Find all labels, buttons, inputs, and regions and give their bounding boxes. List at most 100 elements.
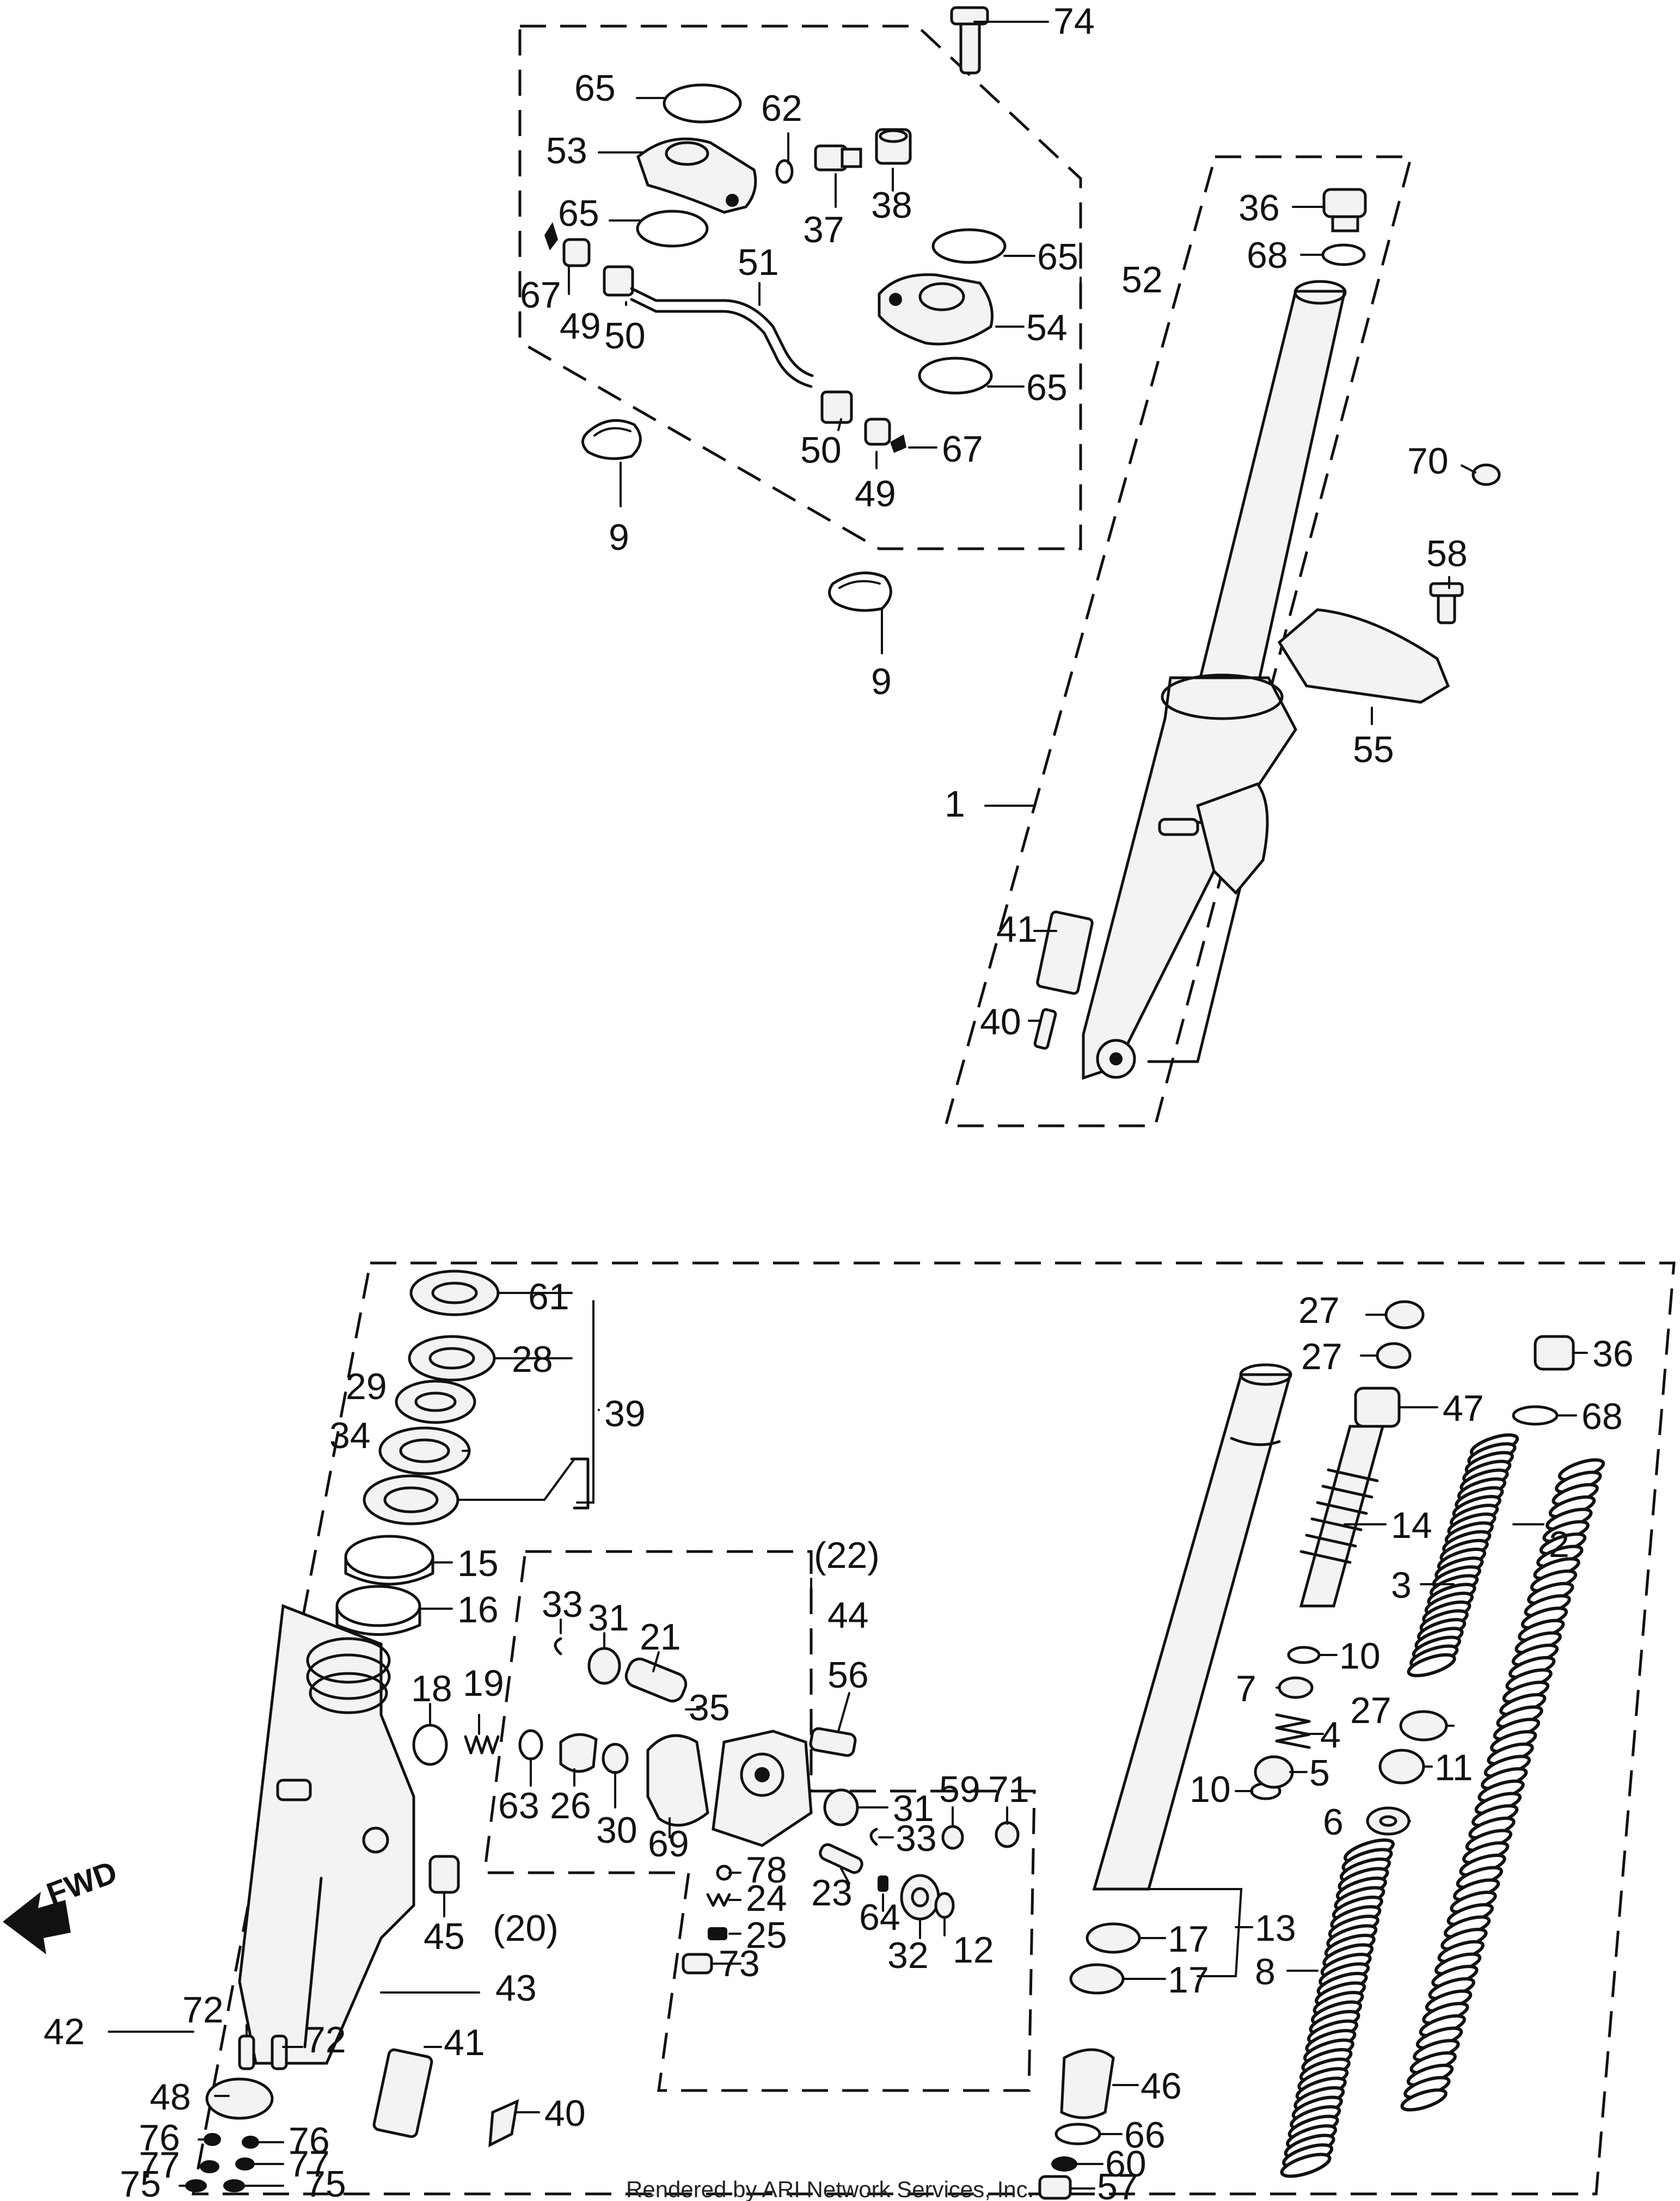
- part-19-spring: [464, 1735, 500, 1755]
- part-3-spring: [1407, 1433, 1519, 1677]
- part-36-cap-bolt: [1322, 188, 1367, 232]
- part-68-oring-a: [1321, 243, 1366, 266]
- callout-27-c: 27: [1350, 1690, 1391, 1731]
- part-9-circlip-a: [581, 419, 642, 460]
- part-2-spring: [1400, 1458, 1605, 2112]
- part-69-gasket: [646, 1734, 709, 1827]
- callout-60: 60: [1105, 2143, 1146, 2185]
- callout-75-a: 75: [120, 2163, 161, 2201]
- part-53-cap: [636, 137, 757, 214]
- part-37-fitting: [814, 144, 862, 171]
- callout-48: 48: [150, 2076, 191, 2118]
- part-1-fork-assembly: [1082, 280, 1347, 1080]
- part-75-nut-b: [223, 2179, 245, 2192]
- callout-62: 62: [761, 88, 802, 129]
- part-41-reflector-b: [372, 2048, 433, 2138]
- callout-75-b: 75: [305, 2163, 346, 2201]
- callout-50-b: 50: [800, 430, 842, 471]
- part-33-clip-a: [554, 1637, 562, 1656]
- callout-65-b: 65: [558, 193, 599, 234]
- callout-41-b: 41: [444, 2022, 485, 2063]
- callout-65-a: 65: [574, 68, 616, 109]
- callout-13: 13: [1255, 1908, 1296, 1949]
- callout-27-b: 27: [1301, 1336, 1342, 1377]
- callout-36-a: 36: [1238, 187, 1280, 229]
- callout-14: 14: [1391, 1505, 1432, 1546]
- part-77-washer-a: [200, 2160, 219, 2173]
- callout-12: 12: [953, 1929, 994, 1971]
- callout-68-b: 68: [1581, 1396, 1623, 1437]
- part-15-bushing: [344, 1535, 434, 1579]
- part-31-cap-b: [823, 1788, 859, 1826]
- callout-41-a: 41: [996, 909, 1038, 950]
- part-23-rod: [819, 1843, 863, 1874]
- callout-42: 42: [44, 2011, 85, 2052]
- part-9-circlip-b: [828, 571, 892, 612]
- part-74-bolt: [950, 6, 989, 75]
- part-72-pin-a: [238, 2034, 255, 2070]
- part-18-washer: [412, 1724, 448, 1766]
- callout-72-a: 72: [182, 1989, 224, 2031]
- part-30-oring: [602, 1743, 629, 1774]
- callout-7: 7: [1236, 1668, 1256, 1709]
- part-68-oring-b: [1512, 1405, 1559, 1426]
- part-17-bushing-a: [1086, 1922, 1141, 1954]
- part-64-pin: [878, 1875, 888, 1892]
- callout-26: 26: [550, 1785, 591, 1826]
- callout-10-a: 10: [1339, 1635, 1381, 1677]
- callout-50-a: 50: [604, 315, 646, 357]
- callout-35: 35: [689, 1687, 730, 1728]
- callout-8: 8: [1255, 1951, 1276, 1992]
- callout-5: 5: [1309, 1752, 1330, 1794]
- callout-17-a: 17: [1168, 1918, 1209, 1960]
- part-58-screw: [1429, 582, 1464, 624]
- part-6-washer: [1366, 1806, 1411, 1836]
- part-12-ring: [934, 1892, 955, 1919]
- part-66-washer: [1054, 2123, 1101, 2145]
- callout-72-b: 72: [305, 2019, 346, 2061]
- part-31-cap-a: [587, 1647, 621, 1685]
- part-54-cap: [878, 273, 994, 346]
- callout-64: 64: [859, 1897, 900, 1938]
- part-27-ring-c: [1399, 1710, 1448, 1742]
- callout-73: 73: [719, 1943, 760, 1984]
- callout-67-a: 67: [520, 274, 561, 316]
- callout-labels: 74 65 62 53 38 37 65 67 49 50 51 65 52 5…: [44, 1, 1634, 2201]
- part-55-guard: [1277, 608, 1450, 704]
- part-34-seal: [378, 1426, 471, 1475]
- callout-52: 52: [1121, 259, 1163, 301]
- callout-32: 32: [887, 1935, 929, 1976]
- part-7-ring: [1278, 1676, 1314, 1699]
- part-43-fork-slider: [238, 1604, 415, 2065]
- callout-63: 63: [498, 1785, 539, 1826]
- part-45-bushing: [428, 1855, 460, 1894]
- callout-29: 29: [346, 1366, 387, 1407]
- part-28-seal: [408, 1335, 496, 1382]
- callout-33-b: 33: [896, 1818, 937, 1859]
- callout-31-b: 31: [893, 1788, 934, 1829]
- callout-40-a: 40: [980, 1001, 1021, 1043]
- part-56-bolt: [809, 1727, 857, 1757]
- part-11-ring: [1378, 1749, 1425, 1785]
- callout-17-b: 17: [1168, 1959, 1209, 2001]
- part-73-screw: [682, 1953, 713, 1975]
- part-61-seal: [409, 1270, 500, 1316]
- callout-4: 4: [1320, 1714, 1341, 1756]
- part-39-seal-set: [363, 1474, 459, 1525]
- part-14-damper-rod: [1299, 1425, 1385, 1608]
- part-50-fitting-b: [820, 390, 853, 424]
- callout-2: 2: [1549, 1524, 1569, 1565]
- part-65-ring-d: [918, 357, 993, 395]
- callout-57: 57: [1097, 2166, 1138, 2201]
- part-67-pin-a: [544, 222, 558, 250]
- part-60-washer: [1051, 2156, 1077, 2172]
- part-50-fitting-a: [603, 265, 634, 297]
- part-27-ring-a: [1384, 1300, 1425, 1329]
- callout-44: 44: [827, 1595, 869, 1636]
- callout-30: 30: [596, 1810, 637, 1851]
- part-21-piston: [624, 1657, 688, 1703]
- callout-6: 6: [1323, 1801, 1344, 1843]
- callout-77-b: 77: [289, 2143, 330, 2185]
- callout-9-a: 9: [609, 517, 629, 558]
